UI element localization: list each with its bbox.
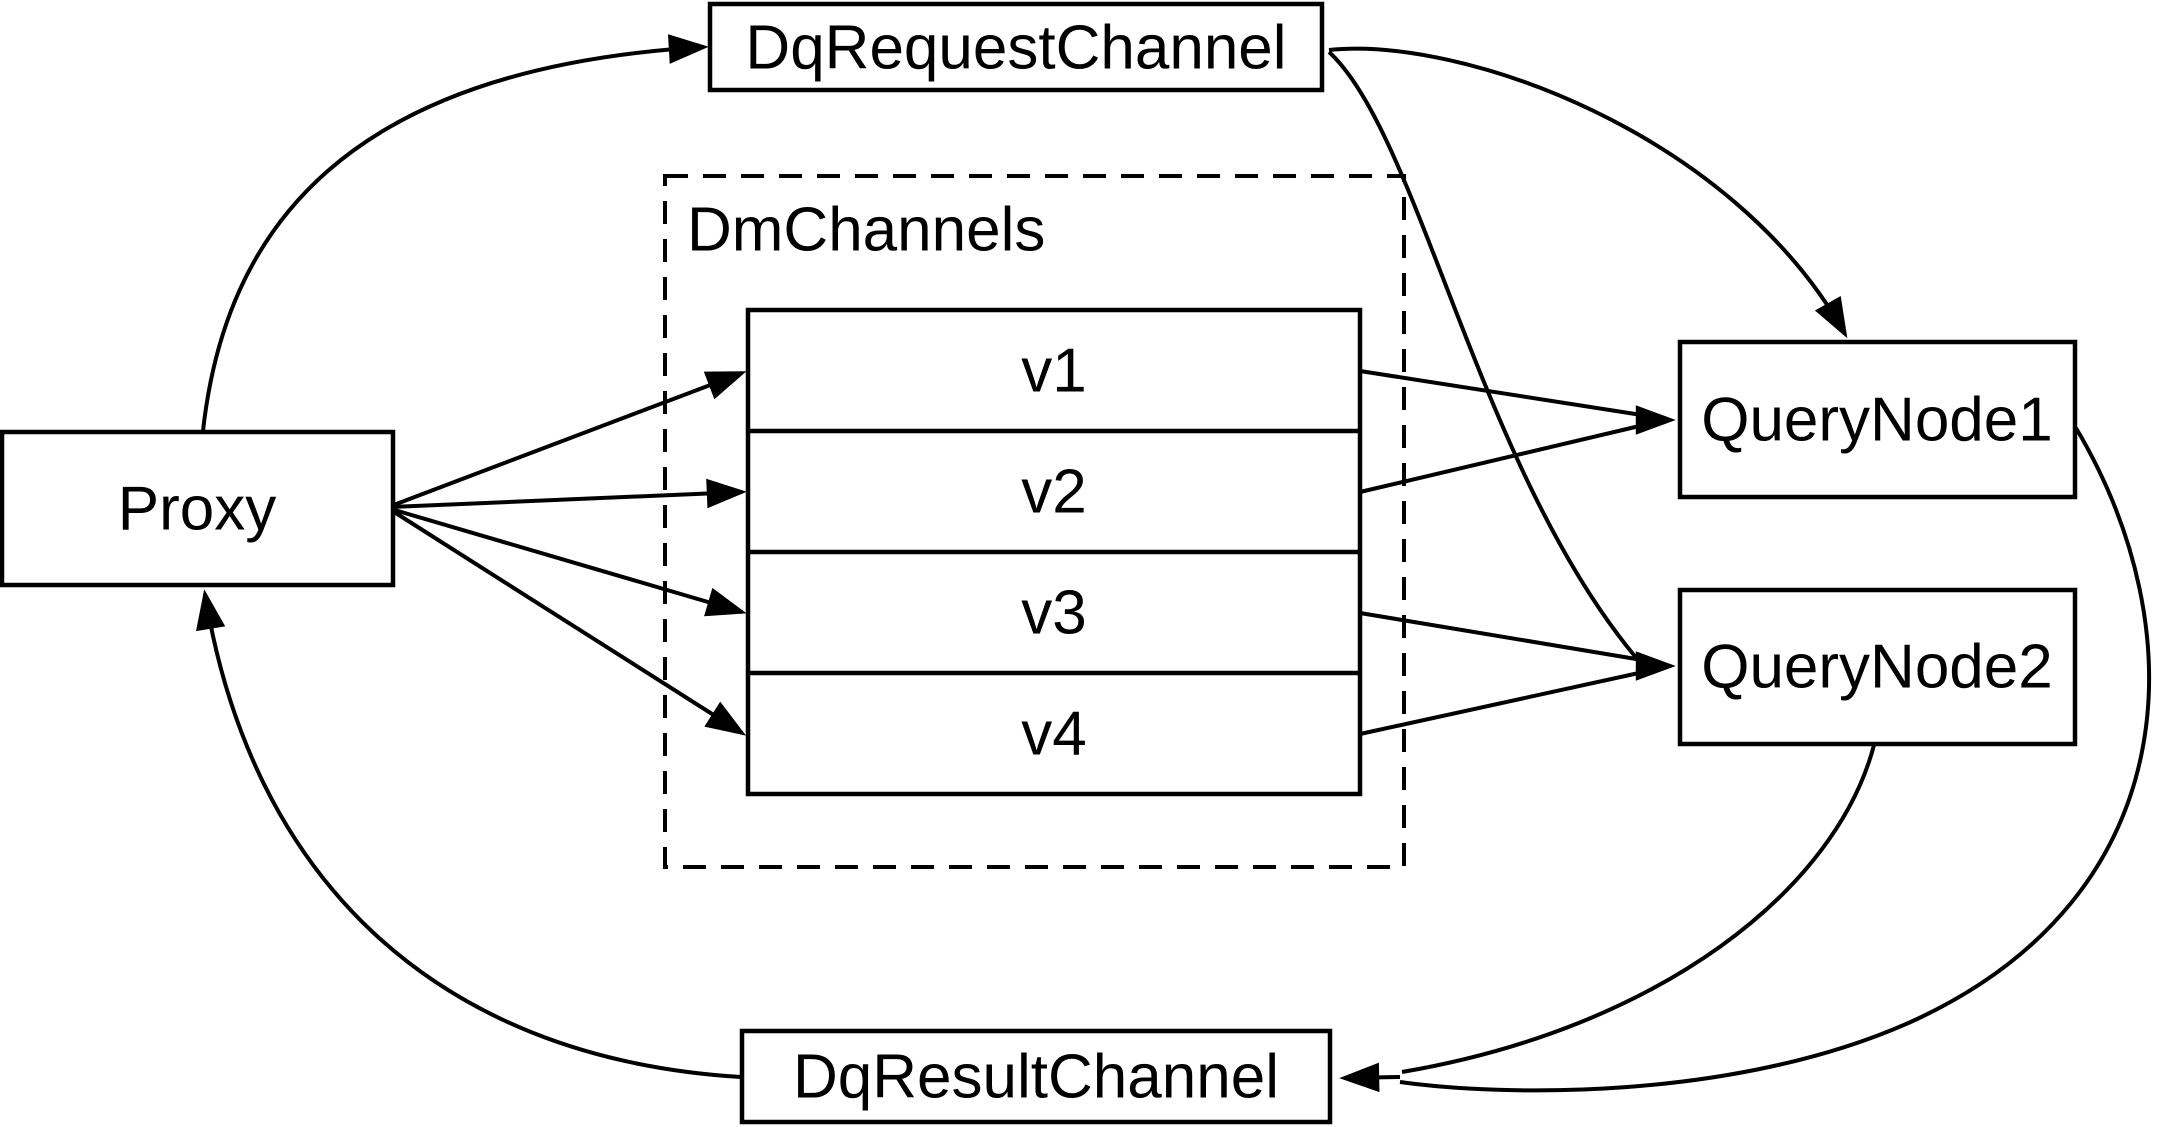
edge-proxy-to-v2 bbox=[390, 478, 747, 509]
dmchannels-label: DmChannels bbox=[687, 196, 1045, 265]
node-querynode1: QueryNode1 bbox=[1677, 339, 2078, 500]
edges bbox=[196, 34, 2152, 1093]
edge-v3-to-querynode2 bbox=[1359, 611, 1649, 663]
group-dmchannels: DmChannels bbox=[663, 174, 1406, 869]
edge-v1-to-querynode1 bbox=[1359, 369, 1649, 418]
v3-label: v3 bbox=[1021, 579, 1086, 648]
dqresultchannel-label: DqResultChannel bbox=[793, 1043, 1279, 1112]
edge-dqrequestchannel-to-querynode1 bbox=[1328, 46, 1848, 339]
edge-v4-to-querynode2 bbox=[1359, 669, 1649, 736]
querynode1-label: QueryNode1 bbox=[1701, 386, 2053, 455]
v2-label: v2 bbox=[1021, 458, 1086, 527]
edge-dqrequestchannel-to-querynode2 bbox=[1327, 50, 1640, 662]
node-querynode2: QueryNode2 bbox=[1677, 587, 2078, 747]
edge-proxy-to-v3 bbox=[390, 507, 747, 617]
dmchannels-dashed-border bbox=[663, 174, 1406, 869]
edge-dqresultchannel-to-proxy bbox=[196, 589, 742, 1079]
dqrequestchannel-box bbox=[707, 1, 1325, 93]
node-dqresultchannel: DqResultChannel bbox=[739, 1028, 1333, 1125]
querynode2-label: QueryNode2 bbox=[1701, 633, 2053, 702]
node-dqrequestchannel: DqRequestChannel bbox=[707, 1, 1325, 93]
dqrequestchannel-label: DqRequestChannel bbox=[745, 14, 1286, 83]
querynode1-box bbox=[1677, 339, 2078, 500]
edge-arrow-into-dqresultchannel bbox=[1339, 1062, 1401, 1093]
querynode2-box bbox=[1677, 587, 2078, 747]
v1-label: v1 bbox=[1021, 337, 1086, 406]
proxy-box bbox=[0, 429, 396, 588]
edge-v2-to-querynode1 bbox=[1359, 422, 1649, 494]
edge-proxy-to-dqrequestchannel bbox=[201, 34, 709, 432]
v4-label: v4 bbox=[1021, 700, 1086, 769]
node-vchannel-stack: v1 v2 v3 v4 bbox=[745, 307, 1363, 797]
edge-querynode1-to-dqresultchannel bbox=[1399, 426, 2152, 1093]
proxy-label: Proxy bbox=[118, 475, 276, 544]
node-proxy: Proxy bbox=[0, 429, 396, 588]
dqresultchannel-box bbox=[739, 1028, 1333, 1125]
edge-proxy-to-v1 bbox=[390, 371, 747, 508]
edge-proxy-to-v4 bbox=[389, 508, 747, 736]
edge-querynode2-to-dqresultchannel bbox=[1401, 744, 1876, 1074]
